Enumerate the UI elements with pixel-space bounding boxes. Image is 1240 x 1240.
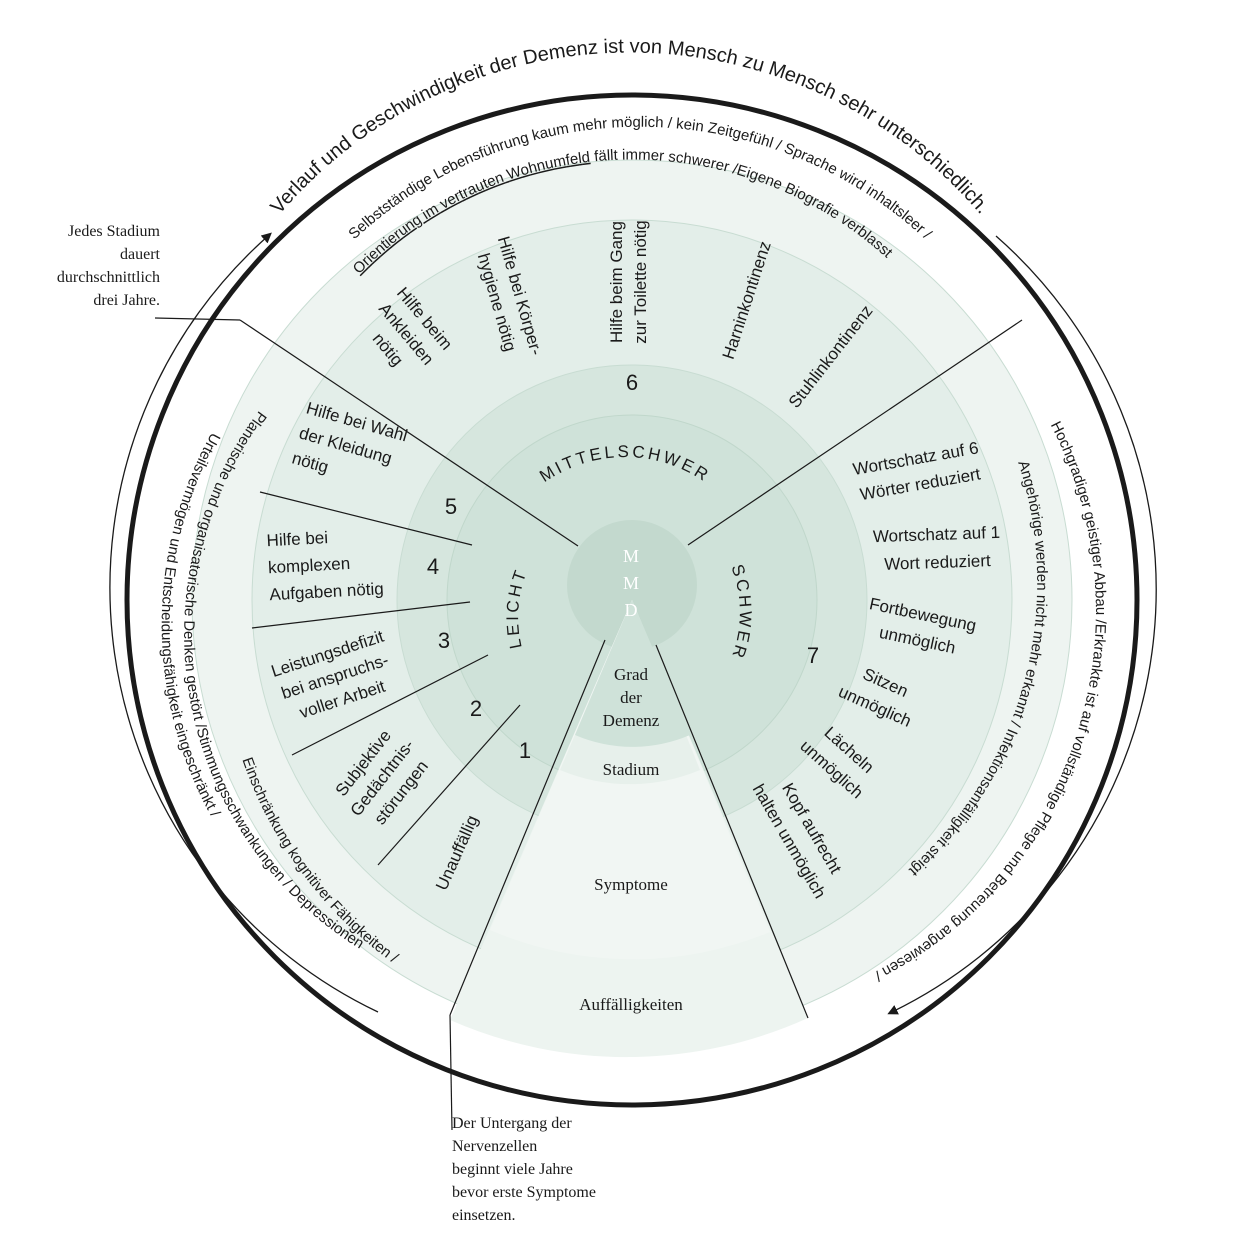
svg-text:Hilfe beim Gang: Hilfe beim Gang: [607, 221, 626, 343]
stage-number-2: 2: [470, 696, 482, 721]
label-stadium: Stadium: [603, 760, 660, 779]
center-letter-d: D: [625, 600, 640, 620]
note-nerve-cells: Der Untergang der Nervenzellen beginnt v…: [452, 1115, 596, 1224]
center-letter-m1: M: [623, 546, 641, 566]
progress-arrow-right: [887, 235, 1157, 1015]
divider-top-right: [687, 319, 1023, 546]
stage-number-3: 3: [438, 628, 450, 653]
svg-text:komplexen: komplexen: [268, 554, 351, 577]
label-wedge-grade: [575, 600, 690, 747]
stage-number-4: 4: [427, 554, 439, 579]
divider-wedge-right: [655, 644, 809, 1019]
stage-number-5: 5: [445, 494, 457, 519]
symptom-s7b: Wortschatz auf 1 Wort reduziert: [873, 523, 1001, 574]
stage-number-7: 7: [807, 643, 819, 668]
label-grad-line2: der: [620, 688, 642, 707]
divider-wedge-left: [449, 639, 606, 1016]
svg-text:Hilfe bei: Hilfe bei: [266, 528, 328, 550]
divider-4-5: [259, 491, 473, 546]
svg-text:Wortschatz auf 1: Wortschatz auf 1: [873, 523, 1001, 546]
divider-2-3: [291, 654, 489, 756]
divider-top-left: [239, 319, 579, 547]
center-letter-m2: M: [623, 573, 641, 593]
divider-3-4: [251, 601, 471, 629]
label-auffaelligkeiten: Auffälligkeiten: [579, 995, 683, 1014]
symptom-s6c: Hilfe beim Gang zur Toilette nötig: [607, 220, 650, 343]
divider-wedge-left-extend: [449, 1014, 453, 1131]
stage-number-6: 6: [626, 370, 638, 395]
center-circle: [567, 520, 697, 650]
note-stage-duration: Jedes Stadium dauert durchschnittlich dr…: [56, 223, 160, 309]
label-grad-line1: Grad: [614, 665, 648, 684]
divider-1-2: [377, 704, 521, 866]
progress-arrow-left: [109, 232, 379, 1013]
svg-text:Wort reduziert: Wort reduziert: [884, 551, 991, 574]
stage-number-1: 1: [519, 738, 531, 763]
label-grad-line3: Demenz: [603, 711, 660, 730]
svg-text:zur Toilette nötig: zur Toilette nötig: [631, 220, 650, 343]
divider-top-left-note: [154, 317, 241, 321]
label-symptome: Symptome: [594, 875, 668, 894]
